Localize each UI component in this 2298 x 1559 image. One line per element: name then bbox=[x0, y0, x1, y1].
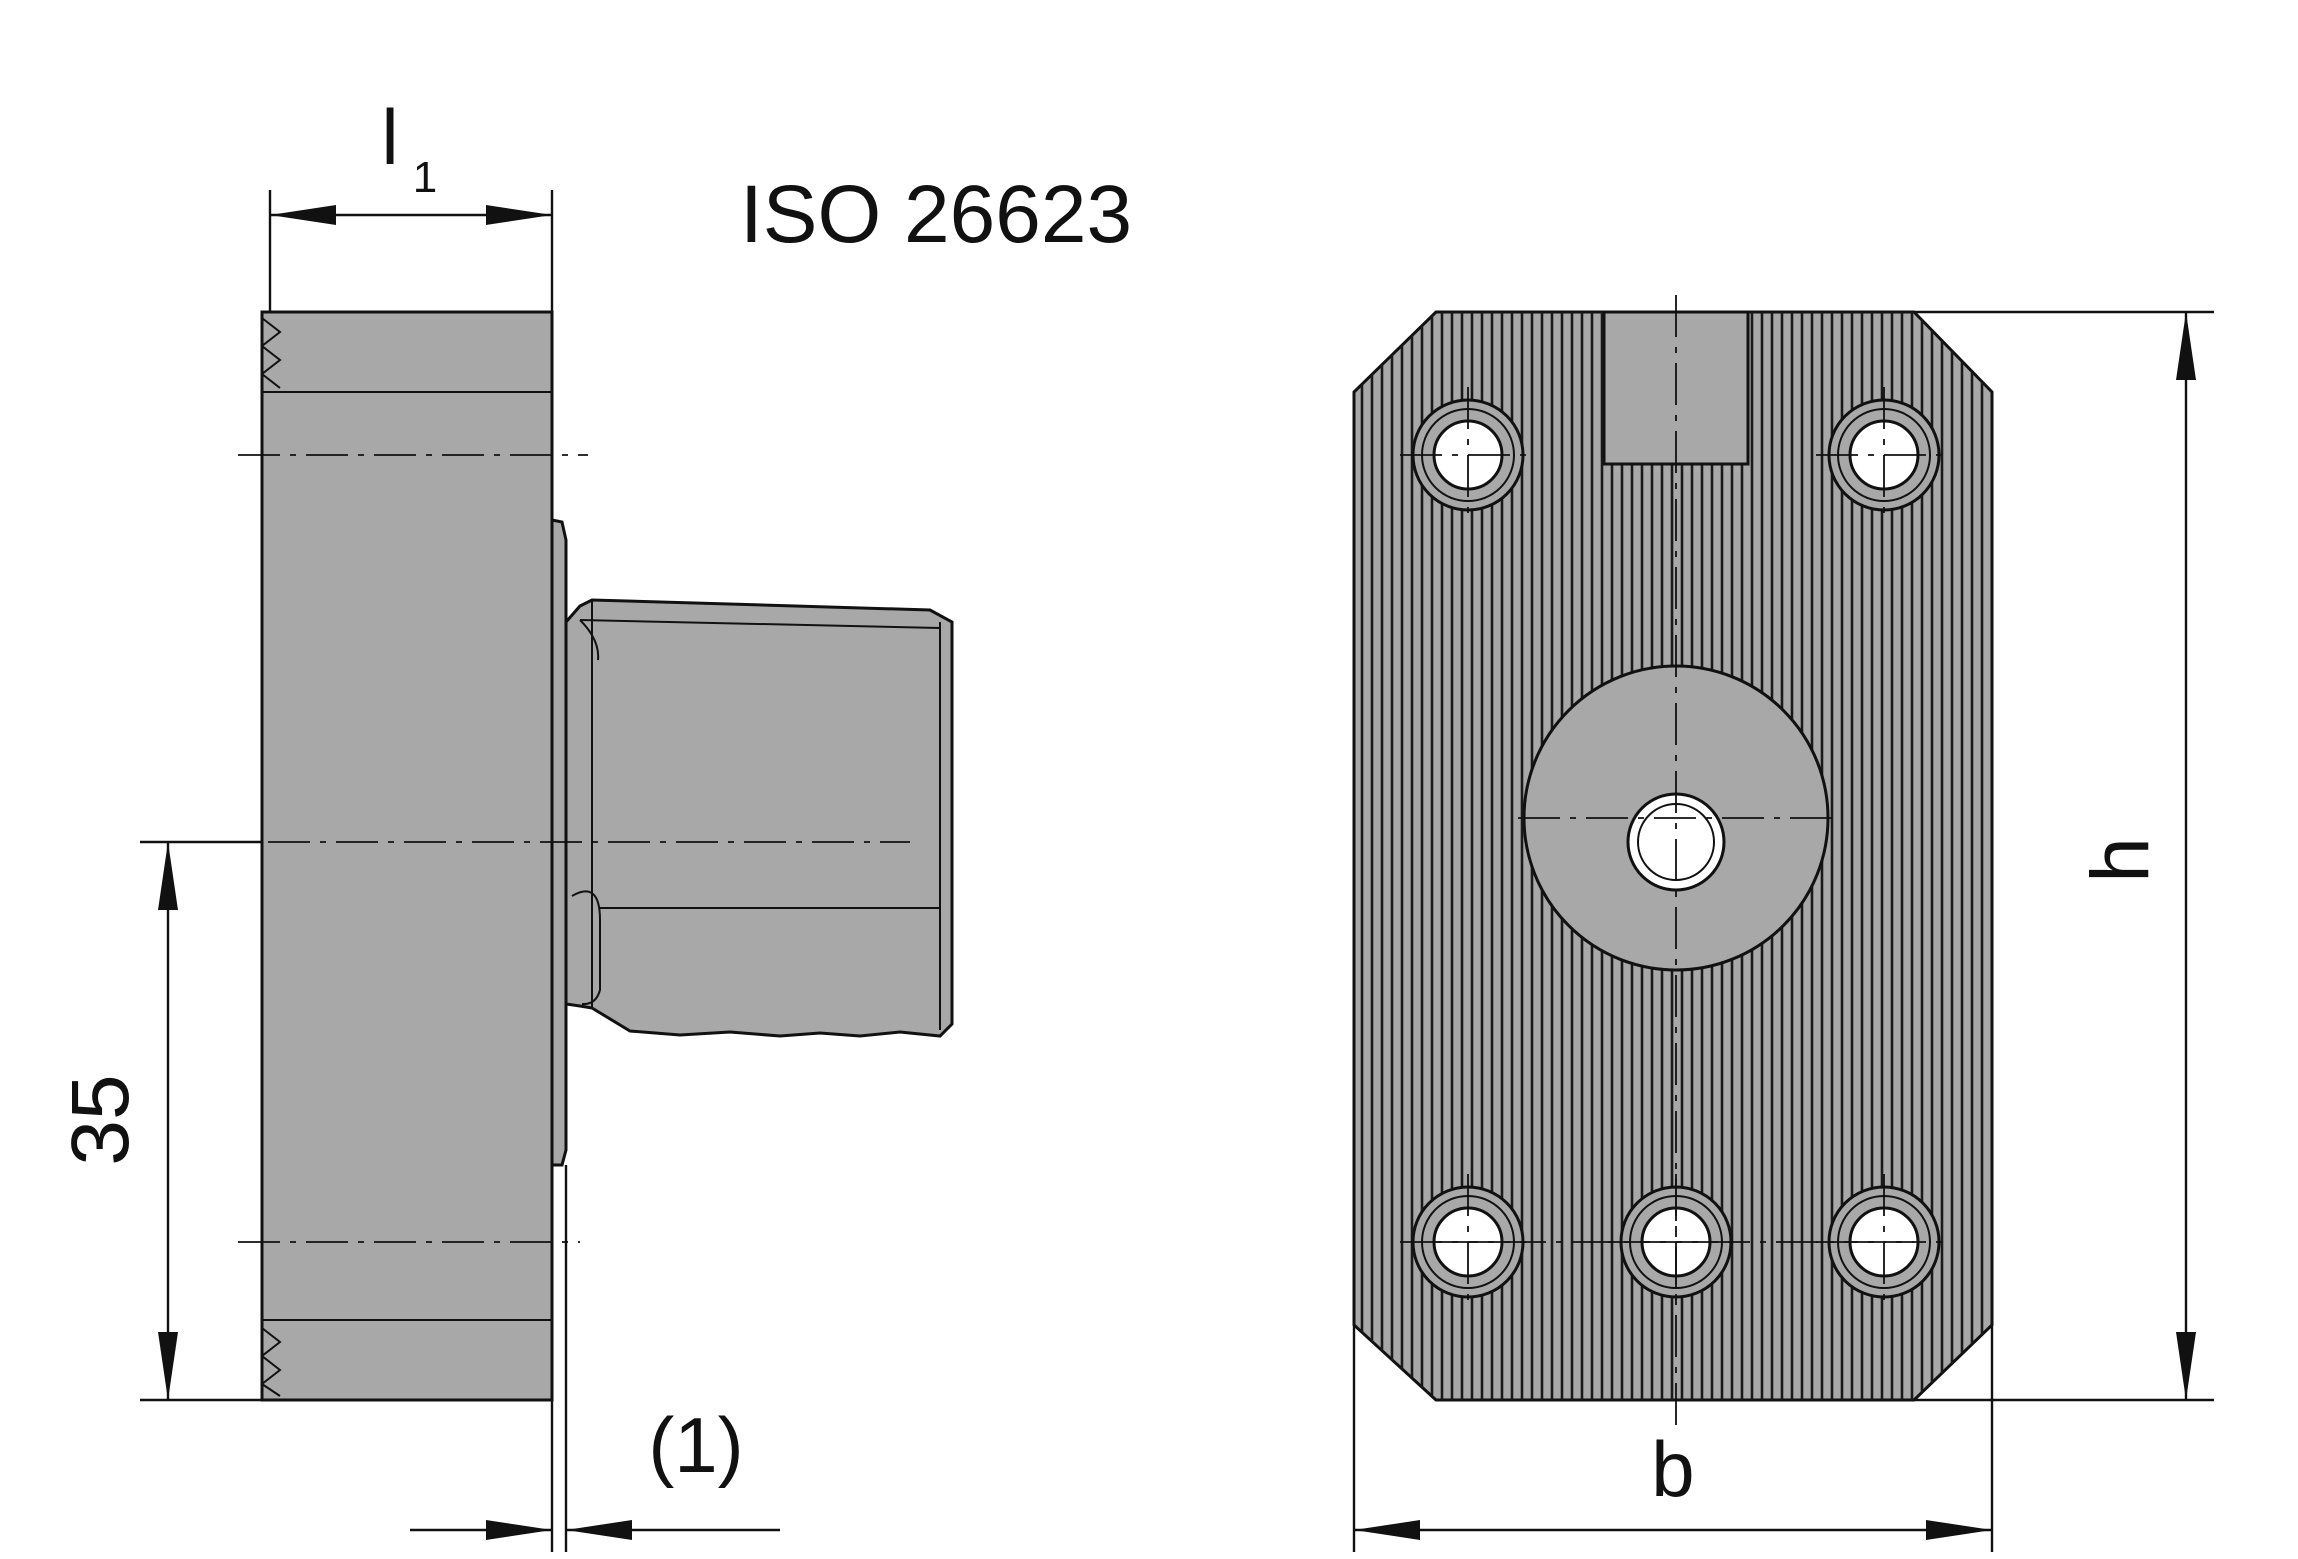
serration-top bbox=[260, 317, 282, 389]
dimension-gap: (1) bbox=[410, 1165, 780, 1552]
mounting-hole bbox=[1816, 387, 1952, 523]
serration-bottom bbox=[260, 1327, 282, 1397]
dimension-35: 35 bbox=[55, 840, 262, 1402]
dimension-l1-subscript: 1 bbox=[413, 153, 437, 202]
side-view bbox=[200, 310, 954, 1402]
mounting-hole bbox=[1400, 387, 1536, 523]
dimension-b-symbol: b bbox=[1651, 1425, 1694, 1513]
dimension-35-value: 35 bbox=[55, 1074, 146, 1165]
dimension-b: b bbox=[1352, 1325, 1994, 1552]
dimension-l1: l 1 bbox=[268, 93, 554, 312]
standard-label: ISO 26623 bbox=[740, 169, 1132, 260]
dimension-l1-symbol: l bbox=[381, 93, 398, 181]
dimension-gap-value: (1) bbox=[648, 1401, 743, 1489]
dimension-h: h bbox=[1914, 310, 2214, 1402]
coupling-shank bbox=[564, 598, 954, 1038]
side-block bbox=[260, 310, 554, 1402]
front-view bbox=[1352, 295, 1994, 1430]
dimension-h-symbol: h bbox=[2075, 837, 2166, 883]
